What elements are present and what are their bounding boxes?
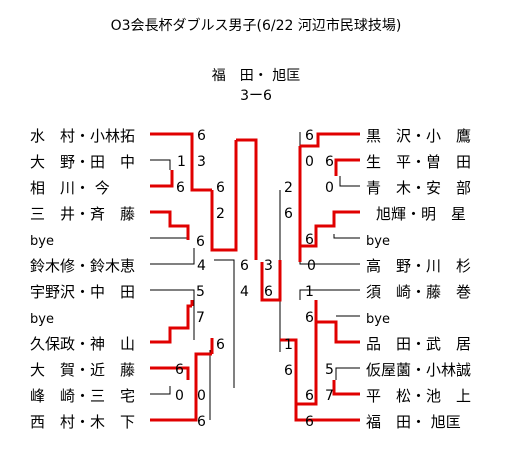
right-player-5: bye [366,234,390,249]
left-player-11: 峰 崎・三 宅 [30,387,136,405]
right-r1-score: 6 [325,154,334,170]
right-player-10: 仮屋薗・小林誠 [366,361,472,379]
left-player-2: 大 野・田 中 [30,153,136,171]
left-player-12: 西 村・木 下 [30,413,136,431]
right-r1-score: 1 [305,284,314,300]
right-r1-score: 6 [305,232,314,248]
right-r2-score: 6 [284,206,293,222]
left-r1-score: 1 [177,154,186,170]
right-r2-score: 6 [305,388,314,404]
champion-name: 福 田・ 旭匡 [211,68,301,84]
right-r1-score: 7 [325,388,334,404]
right-player-3: 青 木・安 部 [366,179,472,197]
right-r1-score: 6 [305,310,314,326]
tournament-title: O3会長杯ダブルス男子(6/22 河辺市民球技場) [110,18,402,34]
left-player-10: 大 賀・近 藤 [30,361,136,379]
right-player-1: 黒 沢・小 鷹 [366,127,472,145]
left-r1-score: 3 [197,154,206,170]
left-player-1: 水 村・小林拓 [30,127,136,145]
left-r3-score: 6 [240,258,249,274]
left-r2-score: 6 [216,337,225,353]
left-r2-score: 2 [216,206,225,222]
right-player-6: 高 野・川 杉 [366,257,472,275]
right-r1-score: 5 [325,362,334,378]
right-r1-score: 6 [305,128,314,144]
left-player-9: 久保政・神 山 [30,335,136,353]
left-r1-score: 6 [196,234,205,250]
left-player-7: 宇野沢・中 田 [30,283,136,301]
right-player-11: 平 松・池 上 [366,387,472,405]
right-r3-score: 6 [264,284,273,300]
right-r1-score: 6 [305,414,314,430]
left-r1-score: 6 [176,180,185,196]
right-player-4: 旭輝・明 星 [376,205,467,223]
right-player-9: 品 田・武 居 [366,335,472,353]
left-r1-score: 5 [196,284,205,300]
right-r2-score: 0 [307,258,316,274]
left-r3-score: 4 [240,284,249,300]
left-player-6: 鈴木修・鈴木恵 [30,257,136,275]
left-r1-score: 6 [197,128,206,144]
left-r1-score: 0 [175,388,184,404]
left-r2-score: 0 [197,388,206,404]
left-player-5: bye [30,234,54,249]
left-player-3: 相 川・ 今 [30,179,110,197]
left-player-4: 三 井・斉 藤 [30,205,136,223]
right-player-12: 福 田・ 旭匡 [366,413,461,431]
left-r1-score: 6 [197,414,206,430]
left-r2-score: 4 [197,258,206,274]
right-r2-score: 2 [284,180,293,196]
left-r1-score: 7 [196,310,205,326]
final-score: 3ー6 [240,88,272,104]
left-player-8: bye [30,312,54,327]
right-r2-score: 6 [284,363,293,379]
right-player-7: 須 崎・藤 巻 [366,283,472,301]
right-player-2: 生 平・曽 田 [366,153,472,171]
left-r2-score: 6 [216,180,225,196]
right-r1-score: 0 [305,154,314,170]
right-player-8: bye [366,312,390,327]
right-r2-score: 1 [284,337,293,353]
right-r1-score: 0 [325,180,334,196]
right-r3-score: 3 [264,258,273,274]
left-r1-score: 6 [175,362,184,378]
